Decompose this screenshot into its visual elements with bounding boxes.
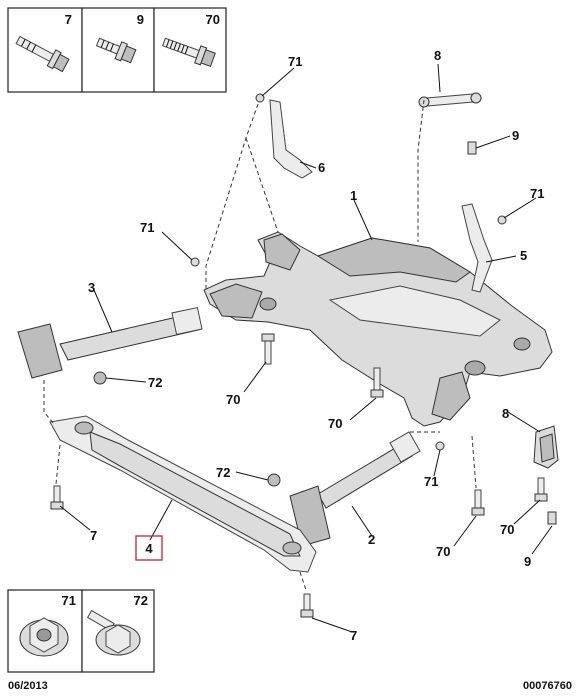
bracket-part-6 [269,99,313,179]
legend-bottom: 71 72 [7,589,155,673]
callout-9-right: 9 [524,554,531,569]
callout-7-left: 7 [90,528,97,543]
short-bolt-icon [95,37,137,64]
callout-70-right: 70 [500,522,514,537]
bolt-70-center [370,367,384,398]
callout-70-far-right: 70 [436,544,450,559]
crossbar-part-2 [289,431,421,547]
bolt-70-left [261,333,275,365]
flange-screw-icon [86,609,141,656]
legend-box-71 [7,589,83,673]
flange-nut-icon [19,617,69,657]
callout-71-right: 71 [530,186,544,201]
bolt-9-right [547,511,557,525]
callout-1: 1 [350,188,357,203]
assembly-lines [43,99,477,591]
bolt-9-top [467,141,477,155]
underbody-plate-part-4 [49,415,317,573]
bolt-7-left [50,485,64,510]
callout-71-top: 71 [288,54,302,69]
screw-72-lower [267,473,281,487]
callout-71-left: 71 [140,220,154,235]
callout-5: 5 [520,248,527,263]
callout-72-lower: 72 [216,465,230,480]
highlight-box-4 [135,535,163,561]
fasteners [50,93,557,618]
bolt-7-bottom [300,593,314,618]
callout-70-left: 70 [226,392,240,407]
callout-6: 6 [318,160,325,175]
footer-reference: 00076760 [523,680,572,692]
callout-4: 4 [145,541,153,556]
callout-8-right: 8 [502,406,509,421]
subframe-part-1 [203,231,553,427]
long-bolt-icon [15,35,70,73]
bolt-70-far-right [534,477,548,502]
callout-72-left: 72 [148,375,162,390]
callout-2: 2 [368,532,375,547]
callout-71-lower: 71 [424,474,438,489]
bolt-70-right [471,489,485,516]
mount-part-8 [533,425,559,469]
callout-8-top: 8 [434,48,441,63]
legend-label-70: 70 [206,12,220,27]
callout-9-top: 9 [512,128,519,143]
crossbar-part-3 [17,306,203,379]
threaded-bolt-icon [161,37,216,68]
legend-label-71: 71 [62,593,76,608]
legend-label-72: 72 [134,593,148,608]
nut-71-lower [435,441,445,451]
callout-3: 3 [88,280,95,295]
legend-top: 7 9 70 [7,7,227,93]
callout-7-bottom: 7 [350,628,357,643]
bracket-part-5 [461,203,493,293]
legend-label-7: 7 [65,12,72,27]
tie-rod-part-8 [418,92,482,108]
footer-date: 06/2013 [8,680,48,692]
screw-72-left [93,371,107,385]
callout-70-center: 70 [328,416,342,431]
nut-71-left [190,257,200,267]
callouts: 71 8 9 6 71 1 71 5 3 72 70 70 8 71 72 7 … [88,48,544,643]
legend-label-9: 9 [137,12,144,27]
leader-lines [59,63,553,633]
